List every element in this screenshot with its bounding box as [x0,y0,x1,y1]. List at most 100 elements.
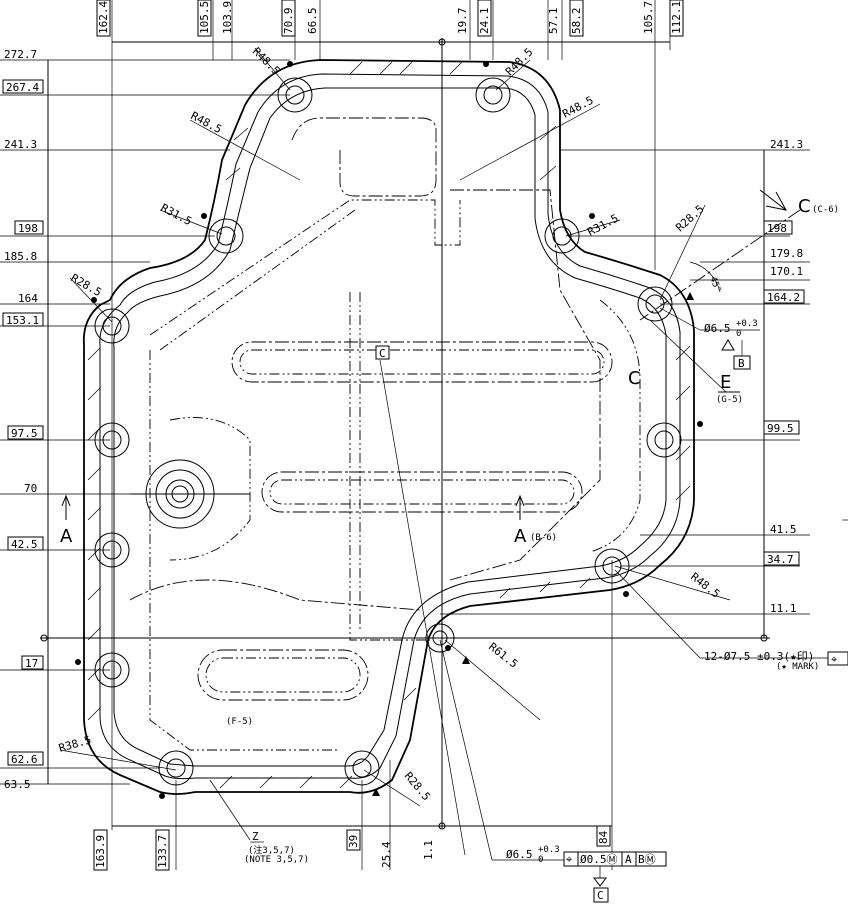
wall-hatching [87,61,691,789]
flange-inner-outline-2 [113,87,667,767]
radius-r61-5: R61.5 [486,640,520,671]
boss-7 [94,422,130,458]
dim-left-63-5: 63.5 [4,778,31,791]
boss-4 [544,218,580,254]
dim-bottom-133-7: 133.7 [156,835,169,868]
boss-8 [646,422,682,458]
hole-tol-upper: +0.3 [736,319,758,329]
section-a-arrows: A A (B-6) [60,494,557,547]
flange-outer-outline [82,59,695,795]
dim-left-164: 164 [18,292,38,305]
dim-top-112-1: 112.1 [670,1,683,34]
left-extension-lines [0,59,290,785]
bottom-hole-diameter: Ø6.5 [506,848,533,861]
feature-control-frame: ⌖ Ø0.5Ⓜ A BⓂ C [563,851,667,903]
dim-top-70-9: 70.9 [282,8,295,35]
dim-right-34-7: 34.7 [767,553,794,566]
fcf-tolerance: Ø0.5Ⓜ [580,853,618,866]
boss-3 [208,218,244,254]
radius-r48-5-e: R48.5 [688,570,722,601]
dim-right-198: 198 [767,222,787,235]
section-a-left: A [60,526,73,547]
holes-position-symbol: ⌖ [831,653,837,666]
section-c-ref: (C-6) [812,205,839,215]
section-c-indicator: C (C-6) 45° [639,189,839,321]
top-extension-lines [111,0,671,830]
fcf-datum-b: BⓂ [638,853,656,866]
boss-12 [158,750,194,786]
dim-left-272-7: 272.7 [4,48,37,61]
radius-r28-5-b: R28.5 [673,202,706,234]
radius-callouts: R48.5 R48.5 R48.5 R48.5 R31.5 R31.5 R28.… [57,45,731,807]
radius-r28-5-c: R28.5 [402,770,433,804]
bolt-bosses [94,77,682,786]
top-dimension-texts: 162.4 105.5 103.9 70.9 66.5 19.7 24.1 57… [96,0,684,37]
dim-top-24-1: 24.1 [478,8,491,35]
view-e-indicator: E (G-5) [649,319,743,405]
dim-left-97-5: 97.5 [11,427,38,440]
boss-9 [94,532,130,568]
z-note-en: (NOTE 3,5,7) [244,855,309,865]
dim-bottom-1-1: 1.1 [422,840,435,860]
fcf-position-symbol: ⌖ [566,853,572,866]
dim-top-57-1: 57.1 [547,8,560,35]
dim-top-66-5: 66.5 [306,8,319,35]
datum-c-mid-label: C [379,347,386,360]
internal-ribs [129,117,641,751]
triangle-marks [372,292,694,796]
dim-left-198: 198 [18,222,38,235]
hole-diameter: Ø6.5 [704,322,731,335]
holes-note-text: 12-Ø7.5 ±0.3(★印) [704,650,814,663]
hole-tol-lower: 0 [736,329,741,339]
dim-left-153-1: 153.1 [6,314,39,327]
boss-14 [425,623,455,653]
area-c-label: C [628,368,641,389]
dim-left-267-4: 267.4 [6,81,39,94]
boss-10 [594,548,630,584]
z-label: Z [252,830,259,843]
boss-13 [344,750,380,786]
bottom-tol-upper: +0.3 [538,845,560,855]
right-dimension-texts: 241.3 198 179.8 170.1 164.2 99.5 41.5 34… [763,138,805,615]
dim-left-62-6: 62.6 [11,753,38,766]
dim-bottom-39: 39 [347,835,360,848]
view-e-ref: (G-5) [716,395,743,405]
radius-r48-5-d: R48.5 [560,94,595,121]
dim-top-103-9: 103.9 [221,1,234,34]
dim-right-11-1: 11.1 [770,602,797,615]
dim-right-170-1: 170.1 [770,265,803,278]
dim-bottom-25-4: 25.4 [380,841,393,868]
dim-right-99-5: 99.5 [767,422,794,435]
fcf-datum-c-box: C [597,889,604,902]
section-a-right: A [514,526,527,547]
datum-b: B [738,357,745,370]
dim-left-17: 17 [25,657,38,670]
bottom-tol-lower: 0 [538,855,543,865]
z-note-jp: (注3,5,7) [248,844,295,856]
dim-top-19-7: 19.7 [456,8,469,35]
angle-45: 45° [707,275,722,294]
left-dimension-texts: 272.7 267.4 241.3 198 185.8 164 153.1 97… [2,48,44,791]
dim-right-164-2: 164.2 [767,291,800,304]
dim-top-162-4: 162.4 [97,1,110,34]
dim-right-41-5: 41.5 [770,523,797,536]
marker-dots [75,61,703,799]
dim-left-185-8: 185.8 [4,250,37,263]
dim-left-42-5: 42.5 [11,538,38,551]
bottom-hole-callout: Ø6.5 +0.3 0 ⌖ Ø0.5Ⓜ A BⓂ C [439,639,667,903]
dim-top-105-5: 105.5 [198,1,211,34]
view-e-label: E [720,372,731,393]
radius-r31-5-a: R31.5 [159,201,194,228]
section-c-label: C [798,196,811,217]
datum-c-mid: C [375,345,466,856]
z-note: Z (注3,5,7) (NOTE 3,5,7) [209,779,309,865]
holes-note-mark: (★ MARK) [776,662,819,672]
boss-5 [94,308,130,344]
boss-1 [277,77,313,113]
fcf-datum-a: A [625,853,632,866]
drain-plug-boss [130,459,250,529]
dim-left-70: 70 [24,482,37,495]
dim-bottom-163-9: 163.9 [94,835,107,868]
